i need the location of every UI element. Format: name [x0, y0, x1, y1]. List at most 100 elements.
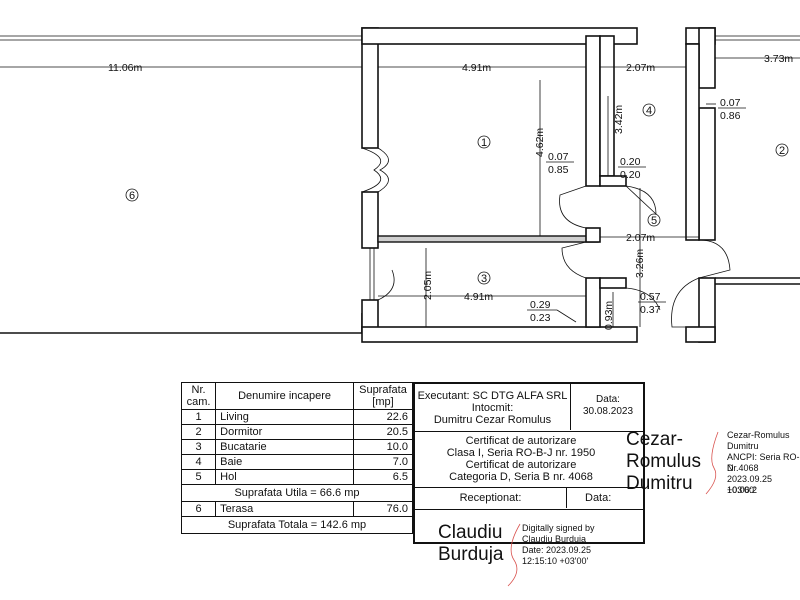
opening-2-bottom: 0.85 — [548, 164, 569, 176]
table-row: 3 Bucatarie 10.0 — [180, 439, 414, 455]
signature-right-detail: +03'00' — [727, 485, 756, 495]
cert2-title: Certificat de autorizare — [465, 459, 577, 471]
row-nr: 2 — [180, 424, 217, 440]
suprafata-totala: Suprafata Totala = 142.6 mp — [181, 516, 413, 534]
floor-plan: 11.06m 4.91m 2.07m 3.73m 4.62m 3.42m 2.0… — [0, 27, 800, 343]
row-area: 20.5 — [352, 424, 414, 440]
dim-bucatarie-width: 4.91m — [464, 291, 493, 303]
executant: Executant: SC DTG ALFA SRL — [417, 390, 568, 402]
terrace-railing — [0, 35, 800, 41]
suprafata-utila: Suprafata Utila = 66.6 mp — [181, 484, 413, 502]
signature-right-name-1: Cezar- — [626, 429, 684, 450]
header-nr: Nr. cam. — [180, 382, 217, 410]
dim-baie-height: 3.42m — [613, 105, 625, 134]
receptionat-cell: Receptionat: — [415, 488, 567, 508]
row-name: Bucatarie — [215, 439, 354, 455]
dimension-labels: 11.06m 4.91m 2.07m 3.73m 4.62m 3.42m 2.0… — [108, 53, 793, 330]
row-nr: 5 — [180, 469, 217, 485]
walls — [361, 27, 716, 343]
dim-dormitor-width: 3.73m — [764, 53, 793, 65]
intocmit-name: Dumitru Cezar Romulus — [433, 414, 552, 426]
signature-bottom-name-2: Burduja — [438, 544, 504, 565]
cert1-title: Certificat de autorizare — [465, 435, 577, 447]
row-area: 7.0 — [352, 454, 414, 470]
room-number-baie: 4 — [646, 105, 652, 117]
signature-right-scribble — [705, 431, 719, 495]
dim-baie-width: 2.07m — [626, 62, 655, 74]
rooms-table: Nr. cam. Denumire incapere Suprafata [mp… — [180, 382, 414, 534]
row-name: Dormitor — [215, 424, 354, 440]
date-label: Data: — [596, 394, 620, 405]
signature-right-detail: ANCPI: Seria RO-D — [727, 452, 800, 473]
signature-right-detail: Cezar-Romulus — [727, 430, 790, 440]
receptionat-label: Receptionat: — [459, 492, 522, 504]
dim-living-width: 4.91m — [462, 62, 491, 74]
terasa-name: Terasa — [215, 501, 354, 517]
opening-1-top: 0.07 — [720, 97, 741, 109]
opening-5-top: 0.57 — [640, 291, 661, 303]
row-area: 6.5 — [352, 469, 414, 485]
cert2-series: Categoria D, Seria B nr. 4068 — [449, 471, 593, 483]
row-nr: 3 — [180, 439, 217, 455]
row-nr: 4 — [180, 454, 217, 470]
title-block: Executant: SC DTG ALFA SRL Intocmit: Dum… — [413, 382, 645, 544]
signature-right-detail: Dumitru — [727, 441, 759, 451]
signature-right-detail: 2023.09.25 10:06:2 — [727, 474, 773, 495]
dimension-lines — [0, 57, 800, 327]
certificates-row: Certificat de autorizare Clasa I, Seria … — [415, 432, 643, 488]
dim-small-height: 0.93m — [603, 301, 615, 330]
signature-bottom-detail: Date: 2023.09.25 — [522, 545, 592, 555]
dim-bucatarie-height: 2.05m — [422, 271, 434, 300]
table-row: 5 Hol 6.5 — [180, 469, 414, 485]
row-area: 10.0 — [352, 439, 414, 455]
row-name: Hol — [215, 469, 354, 485]
opening-3-top: 0.20 — [620, 156, 641, 168]
room-number-terasa: 6 — [129, 190, 135, 202]
signature-right-name-3: Dumitru — [626, 473, 693, 494]
room-number-dormitor: 2 — [779, 145, 785, 157]
date-value: 30.08.2023 — [582, 406, 634, 417]
signature-bottom-detail: Claudiu Burduja — [522, 534, 587, 544]
signature-bottom-scribble — [507, 523, 521, 587]
receptionat-row: Receptionat: Data: — [415, 488, 643, 510]
row-name: Living — [215, 409, 354, 425]
opening-2-top: 0.07 — [548, 151, 569, 163]
room-number-bucatarie: 3 — [481, 273, 487, 285]
dim-hol-height: 3.26m — [634, 249, 646, 278]
row-nr: 1 — [180, 409, 217, 425]
room-number-living: 1 — [481, 137, 487, 149]
table-row: 2 Dormitor 20.5 — [180, 424, 414, 440]
row-area: 22.6 — [352, 409, 414, 425]
row-name: Baie — [215, 454, 354, 470]
table-row: 6 Terasa 76.0 — [180, 501, 414, 517]
dim-hol-width: 2.07m — [626, 232, 655, 244]
cert1-series: Clasa I, Seria RO-B-J nr. 1950 — [446, 447, 596, 459]
header-name: Denumire incapere — [215, 382, 354, 410]
opening-4-bottom: 0.23 — [530, 312, 551, 324]
dim-terrace-width: 11.06m — [108, 62, 142, 74]
table-row: 1 Living 22.6 — [180, 409, 414, 425]
terasa-area: 76.0 — [352, 501, 414, 517]
intocmit-label: Intocmit: — [471, 402, 514, 414]
suprafata-totala-row: Suprafata Totala = 142.6 mp — [181, 516, 413, 534]
certificates: Certificat de autorizare Clasa I, Seria … — [415, 435, 627, 483]
executant-row: Executant: SC DTG ALFA SRL Intocmit: Dum… — [415, 384, 643, 432]
room-number-hol: 5 — [651, 215, 657, 227]
signature-right-detail: Nr.4068 — [727, 463, 759, 473]
signature-right-name-2: Romulus — [626, 451, 701, 472]
signature-bottom-detail: 12:15:10 +03'00' — [522, 556, 589, 566]
header-area: Suprafata [mp] — [352, 382, 414, 410]
opening-5-bottom: 0.37 — [640, 304, 661, 316]
dim-living-height: 4.62m — [534, 128, 546, 157]
table-row: 4 Baie 7.0 — [180, 454, 414, 470]
terrace-edge — [0, 277, 800, 334]
data2-label: Data: — [585, 492, 612, 504]
opening-4-top: 0.29 — [530, 299, 551, 311]
executant-cell: Executant: SC DTG ALFA SRL Intocmit: Dum… — [415, 384, 571, 430]
terasa-nr: 6 — [180, 501, 217, 517]
date-cell: Data: 30.08.2023 — [573, 394, 643, 418]
rooms-table-header: Nr. cam. Denumire incapere Suprafata [mp… — [180, 382, 414, 410]
suprafata-utila-row: Suprafata Utila = 66.6 mp — [181, 484, 413, 502]
signature-bottom-detail: Digitally signed by — [522, 523, 595, 533]
opening-3-bottom: 0.20 — [620, 169, 641, 181]
